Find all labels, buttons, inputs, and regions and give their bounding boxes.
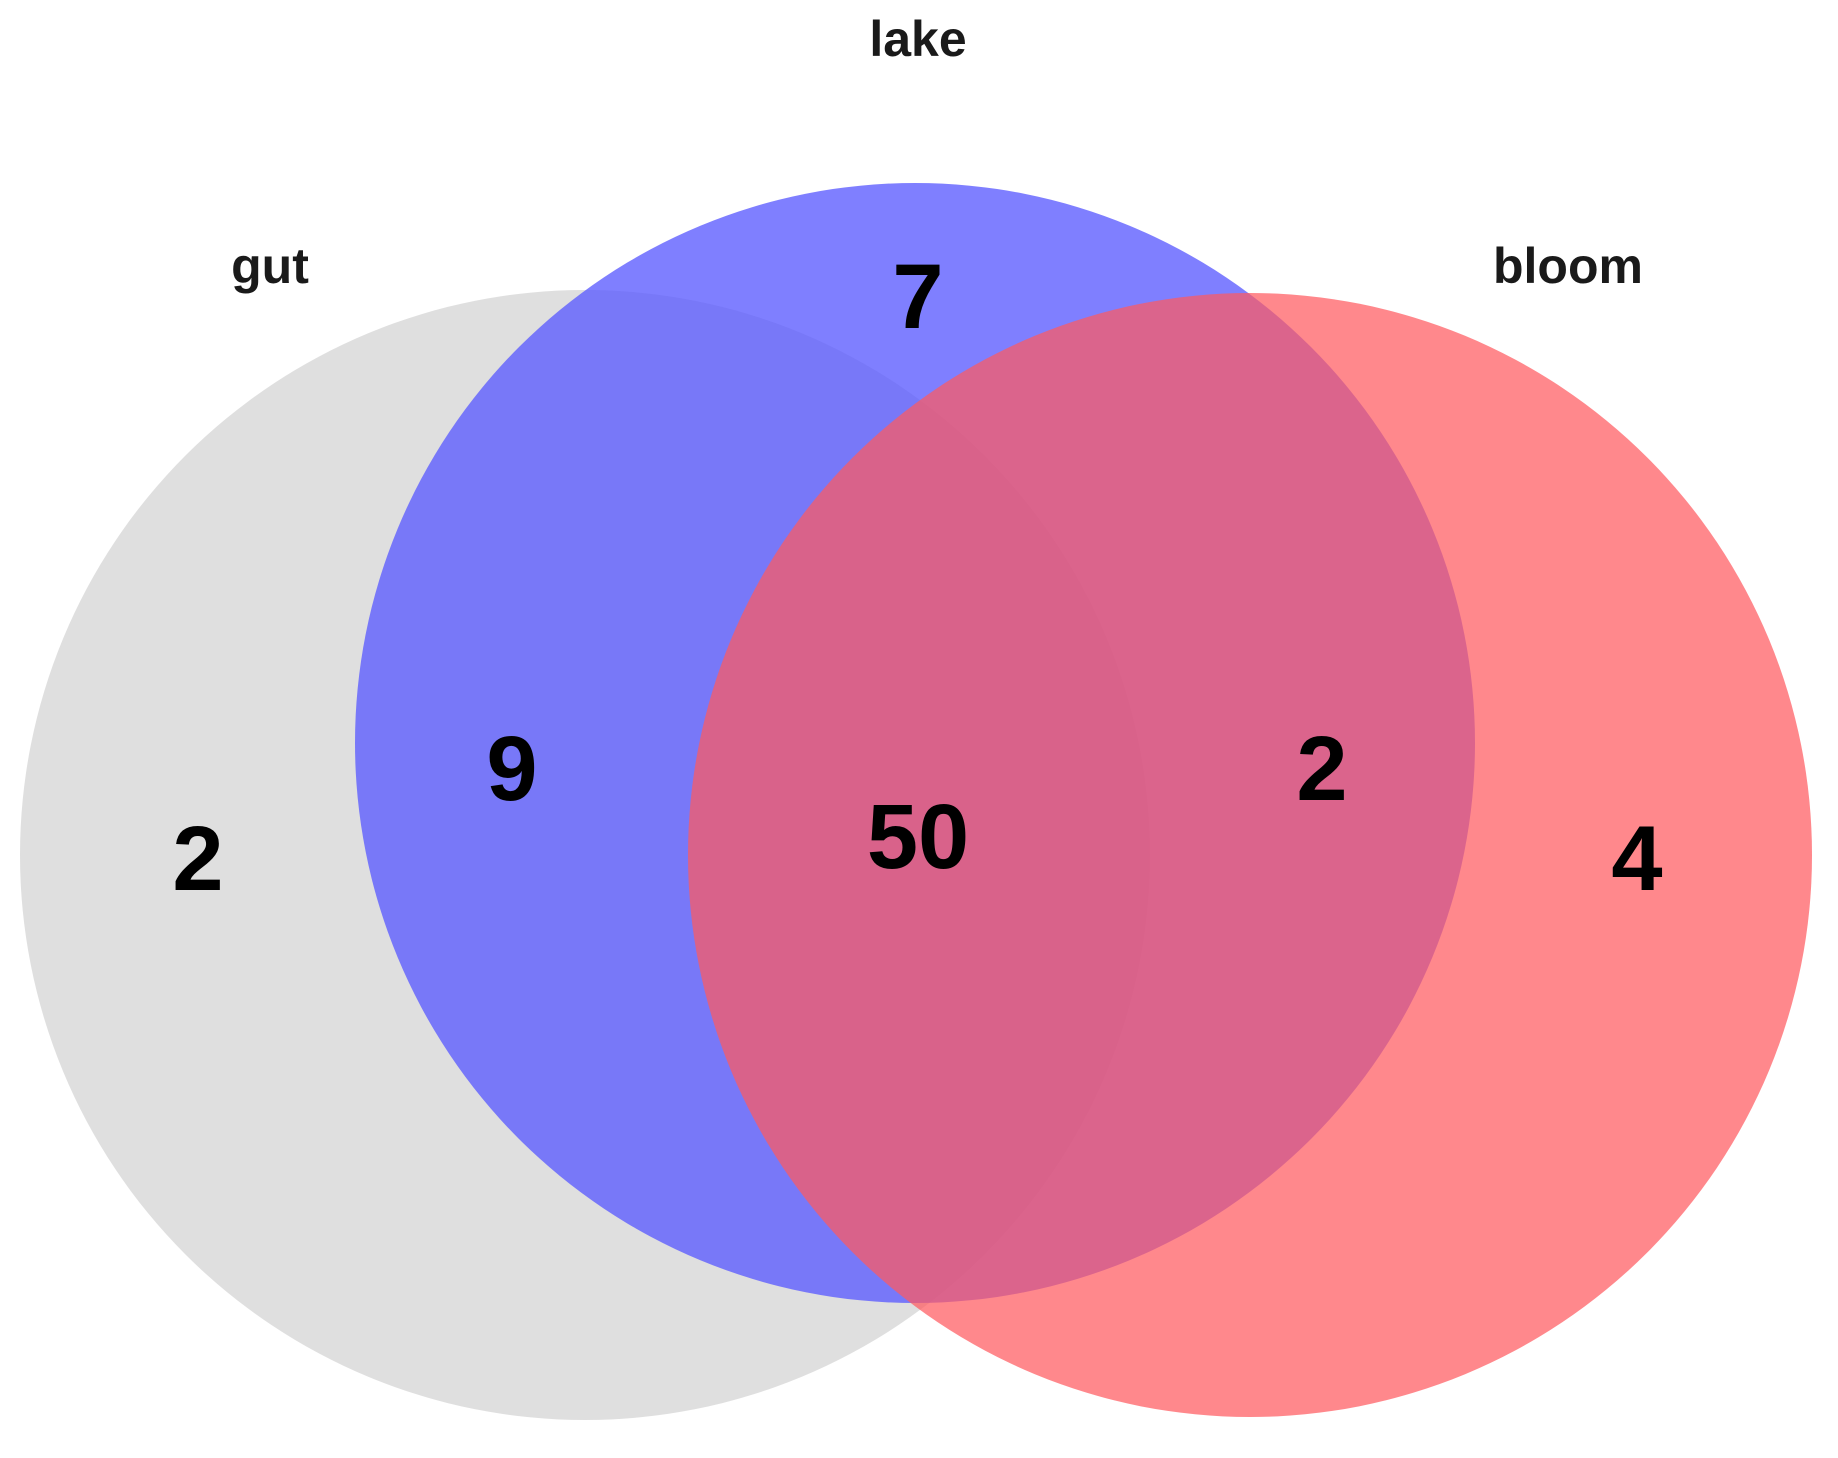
count-gut-lake-bloom: 50 xyxy=(867,786,969,888)
count-gut-only: 2 xyxy=(172,808,223,910)
circle-bloom xyxy=(688,293,1812,1417)
set-label-gut: gut xyxy=(231,238,309,294)
count-lake-only: 7 xyxy=(892,246,943,348)
set-label-lake: lake xyxy=(869,11,966,67)
count-gut-lake: 9 xyxy=(486,718,537,820)
set-label-bloom: bloom xyxy=(1493,238,1643,294)
count-lake-bloom: 2 xyxy=(1296,718,1347,820)
count-bloom-only: 4 xyxy=(1611,808,1662,910)
